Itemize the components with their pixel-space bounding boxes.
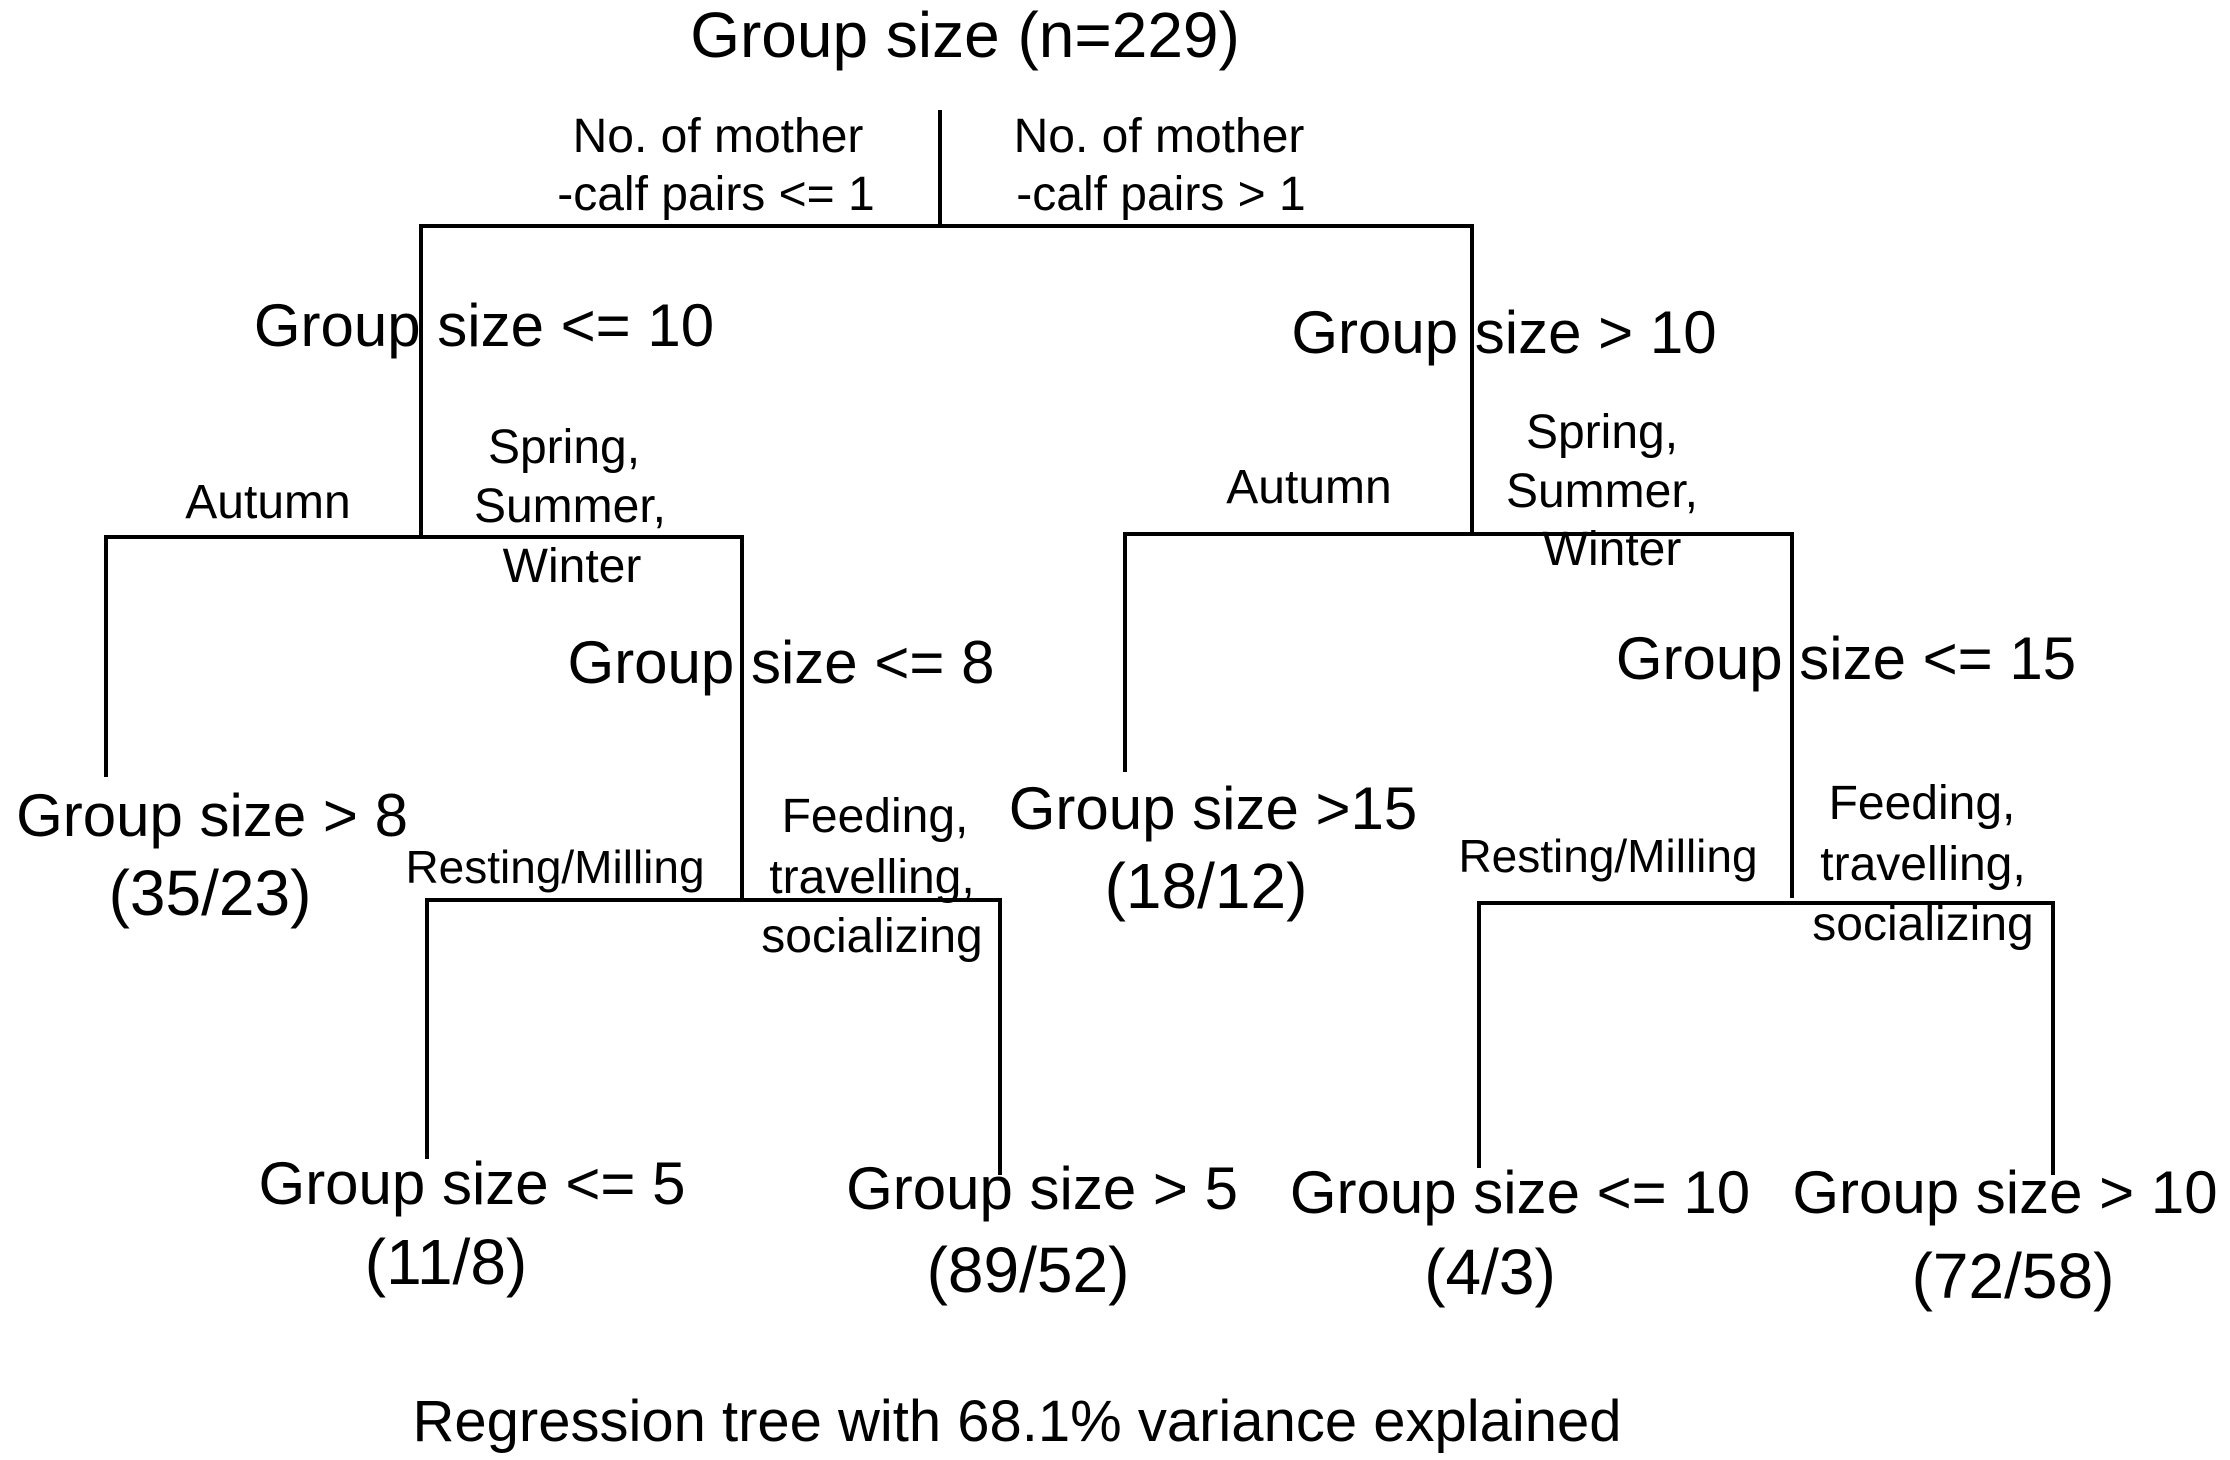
leaf-right-resting-label: Group size <= 10 bbox=[1290, 1159, 1750, 1226]
leaf-left-autumn-label: Group size > 8 bbox=[16, 782, 408, 849]
leaf-left-resting-count: (11/8) bbox=[365, 1226, 527, 1298]
right-edge-autumn: Autumn bbox=[1226, 461, 1391, 514]
left-edge-autumn: Autumn bbox=[185, 476, 350, 529]
split1-right-label-line1: No. of mother bbox=[1014, 110, 1305, 163]
leaf-right-feeding-label: Group size > 10 bbox=[1792, 1159, 2217, 1226]
leaf-right-autumn-count: (18/12) bbox=[1105, 850, 1308, 922]
leaf-left-feeding-count: (89/52) bbox=[927, 1234, 1130, 1306]
leaf-right-feeding-count: (72/58) bbox=[1912, 1240, 2115, 1312]
figure-caption: Regression tree with 68.1% variance expl… bbox=[412, 1389, 1621, 1454]
root-node-label: Group size (n=229) bbox=[690, 0, 1240, 71]
right-edge-feeding-line2: travelling, bbox=[1820, 838, 2025, 891]
right-edge-feeding-line3: socializing bbox=[1812, 898, 2033, 951]
left-edge-resting: Resting/Milling bbox=[405, 841, 704, 893]
tree-connectors bbox=[104, 110, 2055, 1175]
left-edge-other-line1: Spring, bbox=[488, 421, 640, 474]
split1-left-label-line2: -calf pairs <= 1 bbox=[557, 168, 874, 221]
right-edge-other-line3: Winter bbox=[1543, 523, 1682, 576]
leaf-right-autumn-label: Group size >15 bbox=[1009, 775, 1418, 842]
leaf-left-resting-label: Group size <= 5 bbox=[259, 1150, 686, 1217]
left-edge-other-line2: Summer, bbox=[474, 480, 666, 533]
leaf-left-autumn-count: (35/23) bbox=[109, 857, 312, 929]
right-edge-feeding-line1: Feeding, bbox=[1829, 777, 2016, 830]
left-edge-feeding-line1: Feeding, bbox=[782, 790, 969, 843]
right-inner-node-label: Group size <= 15 bbox=[1616, 625, 2076, 692]
right-edge-resting: Resting/Milling bbox=[1458, 830, 1757, 882]
split1-right-label-line2: -calf pairs > 1 bbox=[1016, 168, 1305, 221]
left-edge-feeding-line3: socializing bbox=[761, 910, 982, 963]
left-inner-node-label: Group size <= 8 bbox=[568, 629, 995, 696]
left-node-label: Group size <= 10 bbox=[254, 292, 714, 359]
right-node-label: Group size > 10 bbox=[1291, 299, 1716, 366]
split1-left-label-line1: No. of mother bbox=[573, 110, 864, 163]
left-edge-feeding-line2: travelling, bbox=[769, 851, 974, 904]
right-edge-other-line2: Summer, bbox=[1506, 465, 1698, 518]
leaf-left-feeding-label: Group size > 5 bbox=[846, 1155, 1238, 1222]
left-edge-other-line3: Winter bbox=[503, 540, 642, 593]
leaf-right-resting-count: (4/3) bbox=[1424, 1236, 1556, 1308]
right-edge-other-line1: Spring, bbox=[1526, 406, 1678, 459]
